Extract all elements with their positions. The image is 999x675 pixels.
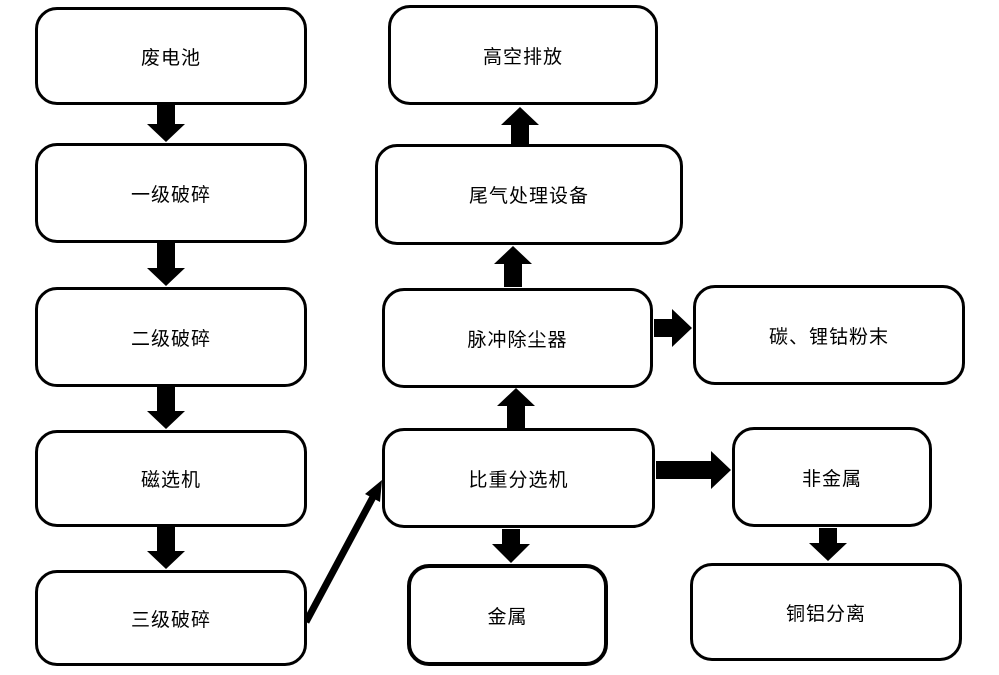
node-non-metal: 非金属 (732, 427, 932, 527)
arrow-pulse-dust-collector-to-exhaust-treatment (494, 246, 532, 287)
node-secondary-crushing: 二级破碎 (35, 287, 307, 387)
arrow-gravity-separator-to-non-metal (656, 451, 731, 489)
node-high-altitude-discharge-label: 高空排放 (482, 46, 563, 68)
arrow-tertiary-crushing-to-gravity-separator-line (302, 495, 377, 624)
node-copper-aluminum-separation-label: 铜铝分离 (785, 603, 866, 625)
arrow-exhaust-treatment-to-high-altitude-discharge (501, 107, 539, 144)
arrow-waste-battery-to-primary-crushing (147, 105, 185, 142)
node-metal: 金属 (407, 564, 608, 666)
node-exhaust-gas-treatment-label: 尾气处理设备 (468, 186, 589, 207)
node-metal-label: 金属 (487, 606, 528, 628)
node-pulse-dust-collector-label: 脉冲除尘器 (467, 329, 568, 351)
arrow-gravity-separator-to-metal (492, 529, 530, 563)
node-magnetic-separator: 磁选机 (35, 430, 307, 527)
node-tertiary-crushing: 三级破碎 (35, 570, 307, 666)
arrow-gravity-separator-to-pulse-dust-collector (497, 388, 535, 428)
node-waste-battery: 废电池 (35, 7, 307, 105)
arrow-pulse-dust-collector-to-carbon-powder (654, 309, 692, 347)
node-carbon-lithium-cobalt-powder-label: 碳、锂钴粉末 (768, 326, 889, 348)
node-copper-aluminum-separation: 铜铝分离 (690, 563, 962, 661)
node-non-metal-label: 非金属 (801, 468, 862, 490)
node-primary-crushing: 一级破碎 (35, 143, 307, 243)
arrow-primary-to-secondary-crushing (147, 243, 185, 286)
node-primary-crushing-label: 一级破碎 (130, 184, 211, 206)
node-carbon-lithium-cobalt-powder: 碳、锂钴粉末 (693, 285, 965, 385)
node-high-altitude-discharge: 高空排放 (388, 5, 658, 105)
arrow-magnetic-separator-to-tertiary-crushing (147, 527, 185, 569)
arrow-secondary-crushing-to-magnetic-separator (147, 387, 185, 429)
node-exhaust-gas-treatment: 尾气处理设备 (375, 144, 683, 245)
arrow-non-metal-to-copper-aluminum-separation (809, 528, 847, 561)
node-waste-battery-label: 废电池 (140, 47, 201, 69)
node-tertiary-crushing-label: 三级破碎 (130, 609, 211, 631)
node-magnetic-separator-label: 磁选机 (140, 470, 201, 491)
node-gravity-separator-label: 比重分选机 (468, 469, 569, 491)
node-gravity-separator: 比重分选机 (382, 428, 655, 528)
node-pulse-dust-collector: 脉冲除尘器 (382, 288, 653, 388)
arrow-tertiary-crushing-to-gravity-separator-head (365, 480, 382, 502)
node-secondary-crushing-label: 二级破碎 (130, 328, 211, 350)
